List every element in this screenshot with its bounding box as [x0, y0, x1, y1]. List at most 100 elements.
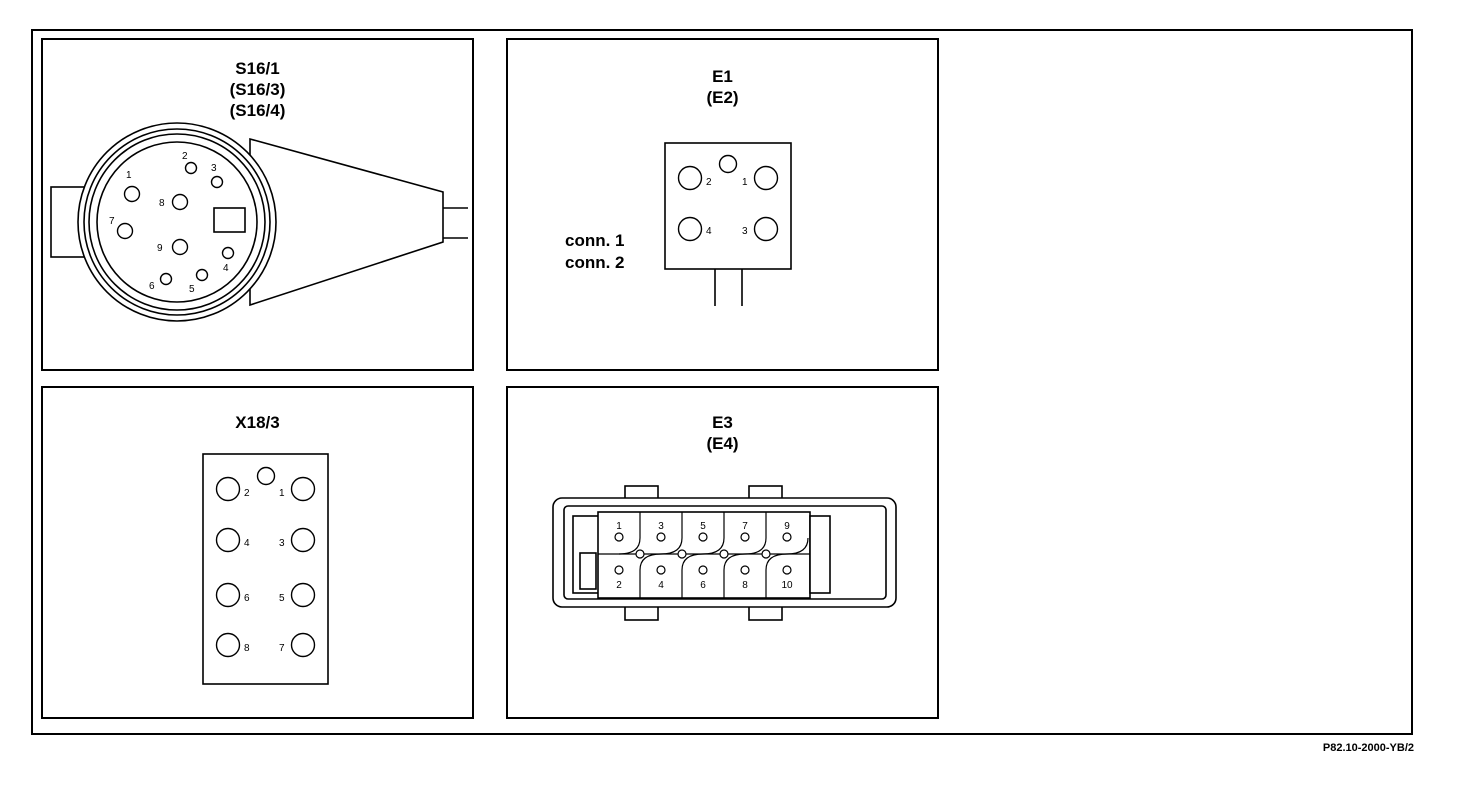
- x18-pin-label-3: 3: [279, 538, 285, 549]
- e3-coding-hole-4: [761, 549, 771, 559]
- e3-pin-4: [656, 565, 666, 575]
- e3-cavity-outlines: [618, 512, 809, 598]
- panel-e3-title: E3 (E4): [508, 412, 937, 454]
- e1-conn-label-2: conn. 2: [565, 253, 625, 272]
- e3-pin-label-2: 2: [616, 580, 622, 591]
- s16-pin-4: [221, 246, 235, 260]
- x18-pin-3: [290, 527, 316, 553]
- e1-pin-1: [753, 165, 779, 191]
- x18-pin-1: [290, 476, 316, 502]
- e3-latch-top-right: [748, 485, 783, 500]
- panel-s16: S16/1 (S16/3) (S16/4) 1: [41, 38, 474, 371]
- e1-coding-pin: [718, 154, 738, 174]
- diagram-frame: [31, 29, 1413, 735]
- e3-pin-label-9: 9: [784, 521, 790, 532]
- s16-inner-face: [96, 141, 258, 303]
- s16-pin-5: [195, 268, 209, 282]
- panel-e1-title-line-1: E1: [712, 67, 733, 86]
- x18-pin-6: [215, 582, 241, 608]
- e3-pin-label-1: 1: [616, 521, 622, 532]
- e3-pin-1: [614, 532, 624, 542]
- e3-pin-label-7: 7: [742, 521, 748, 532]
- s16-pin-6: [159, 272, 173, 286]
- x18-pin-label-1: 1: [279, 488, 285, 499]
- panel-e3-title-line-1: E3: [712, 413, 733, 432]
- x18-pin-4: [215, 527, 241, 553]
- panel-s16-title-line-3: (S16/4): [229, 101, 286, 120]
- x18-pin-7: [290, 632, 316, 658]
- panel-x18: X18/3 2 1 4 3 6 5 8 7: [41, 386, 474, 719]
- s16-outer-ring: [77, 122, 277, 322]
- e1-conn-labels: conn. 1 conn. 2: [565, 230, 625, 274]
- x18-pin-label-2: 2: [244, 488, 250, 499]
- e3-pin-label-10: 10: [781, 580, 793, 591]
- s16-pin-1: [123, 185, 141, 203]
- e3-coding-hole-2: [677, 549, 687, 559]
- e1-pin-label-3: 3: [742, 226, 748, 237]
- panel-s16-title-line-2: (S16/3): [229, 80, 286, 99]
- s16-connector-drawing: 1 2 3 4 5 6 7 8 9: [50, 122, 468, 322]
- x18-pin-5: [290, 582, 316, 608]
- x18-connector-drawing: 2 1 4 3 6 5 8 7: [202, 453, 329, 685]
- s16-pin-label-5: 5: [189, 284, 195, 295]
- e1-pin-label-4: 4: [706, 226, 712, 237]
- s16-pin-label-2: 2: [182, 151, 188, 162]
- s16-ring-2: [83, 128, 271, 316]
- panel-e3: E3 (E4): [506, 386, 939, 719]
- panel-e1-title-line-2: (E2): [706, 88, 739, 107]
- x18-pin-label-4: 4: [244, 538, 250, 549]
- x18-pin-8: [215, 632, 241, 658]
- e1-pin-label-2: 2: [706, 177, 712, 188]
- s16-pin-label-4: 4: [223, 263, 229, 274]
- s16-pin-label-1: 1: [126, 170, 132, 181]
- e3-pin-label-3: 3: [658, 521, 664, 532]
- e3-pin-label-6: 6: [700, 580, 706, 591]
- s16-pin-7: [116, 222, 134, 240]
- e3-connector-drawing: 1 3 5 7 9 2 4 6 8 10: [552, 485, 897, 621]
- panel-e3-title-line-2: (E4): [706, 434, 739, 453]
- s16-pin-label-6: 6: [149, 281, 155, 292]
- s16-pin-label-9: 9: [157, 243, 163, 254]
- x18-pin-2: [215, 476, 241, 502]
- panel-s16-title-line-1: S16/1: [235, 59, 280, 78]
- e3-pin-label-4: 4: [658, 580, 664, 591]
- e3-pin-8: [740, 565, 750, 575]
- s16-cable-housing: [249, 137, 444, 307]
- e3-latch-top-left: [624, 485, 659, 500]
- panel-e1: E1 (E2) 2 1 4 3 conn. 1 conn. 2: [506, 38, 939, 371]
- s16-pin-label-7: 7: [109, 216, 115, 227]
- document-reference: P82.10-2000-YB/2: [1322, 742, 1414, 754]
- e3-right-stop: [809, 515, 831, 594]
- s16-ring-3: [88, 133, 266, 311]
- e3-pin-label-8: 8: [742, 580, 748, 591]
- x18-pin-label-5: 5: [279, 593, 285, 604]
- e1-pin-label-1: 1: [742, 177, 748, 188]
- e3-pin-10: [782, 565, 792, 575]
- e3-coding-hole-1: [635, 549, 645, 559]
- e3-pin-label-5: 5: [700, 521, 706, 532]
- e1-connector-drawing: 2 1 4 3: [664, 142, 792, 306]
- e3-contact-block: [597, 511, 811, 599]
- panel-x18-title: X18/3: [43, 412, 472, 433]
- x18-coding-pin: [256, 466, 276, 486]
- s16-pin-8: [171, 193, 189, 211]
- e1-pin-2: [677, 165, 703, 191]
- s16-pin-label-3: 3: [211, 163, 217, 174]
- e3-pin-5: [698, 532, 708, 542]
- e1-pin-3: [753, 216, 779, 242]
- s16-key-slot: [213, 207, 246, 233]
- panel-x18-title-line-1: X18/3: [235, 413, 280, 432]
- s16-pin-3: [210, 175, 224, 189]
- e3-pin-9: [782, 532, 792, 542]
- e3-left-lock-inner: [579, 552, 597, 590]
- s16-pin-2: [184, 161, 198, 175]
- s16-pin-9: [171, 238, 189, 256]
- x18-pin-label-6: 6: [244, 593, 250, 604]
- e3-pin-3: [656, 532, 666, 542]
- panel-e1-title: E1 (E2): [508, 66, 937, 108]
- e3-pin-2: [614, 565, 624, 575]
- s16-pin-label-8: 8: [159, 198, 165, 209]
- panel-s16-title: S16/1 (S16/3) (S16/4): [43, 58, 472, 121]
- e3-pin-7: [740, 532, 750, 542]
- e1-conn-label-1: conn. 1: [565, 231, 625, 250]
